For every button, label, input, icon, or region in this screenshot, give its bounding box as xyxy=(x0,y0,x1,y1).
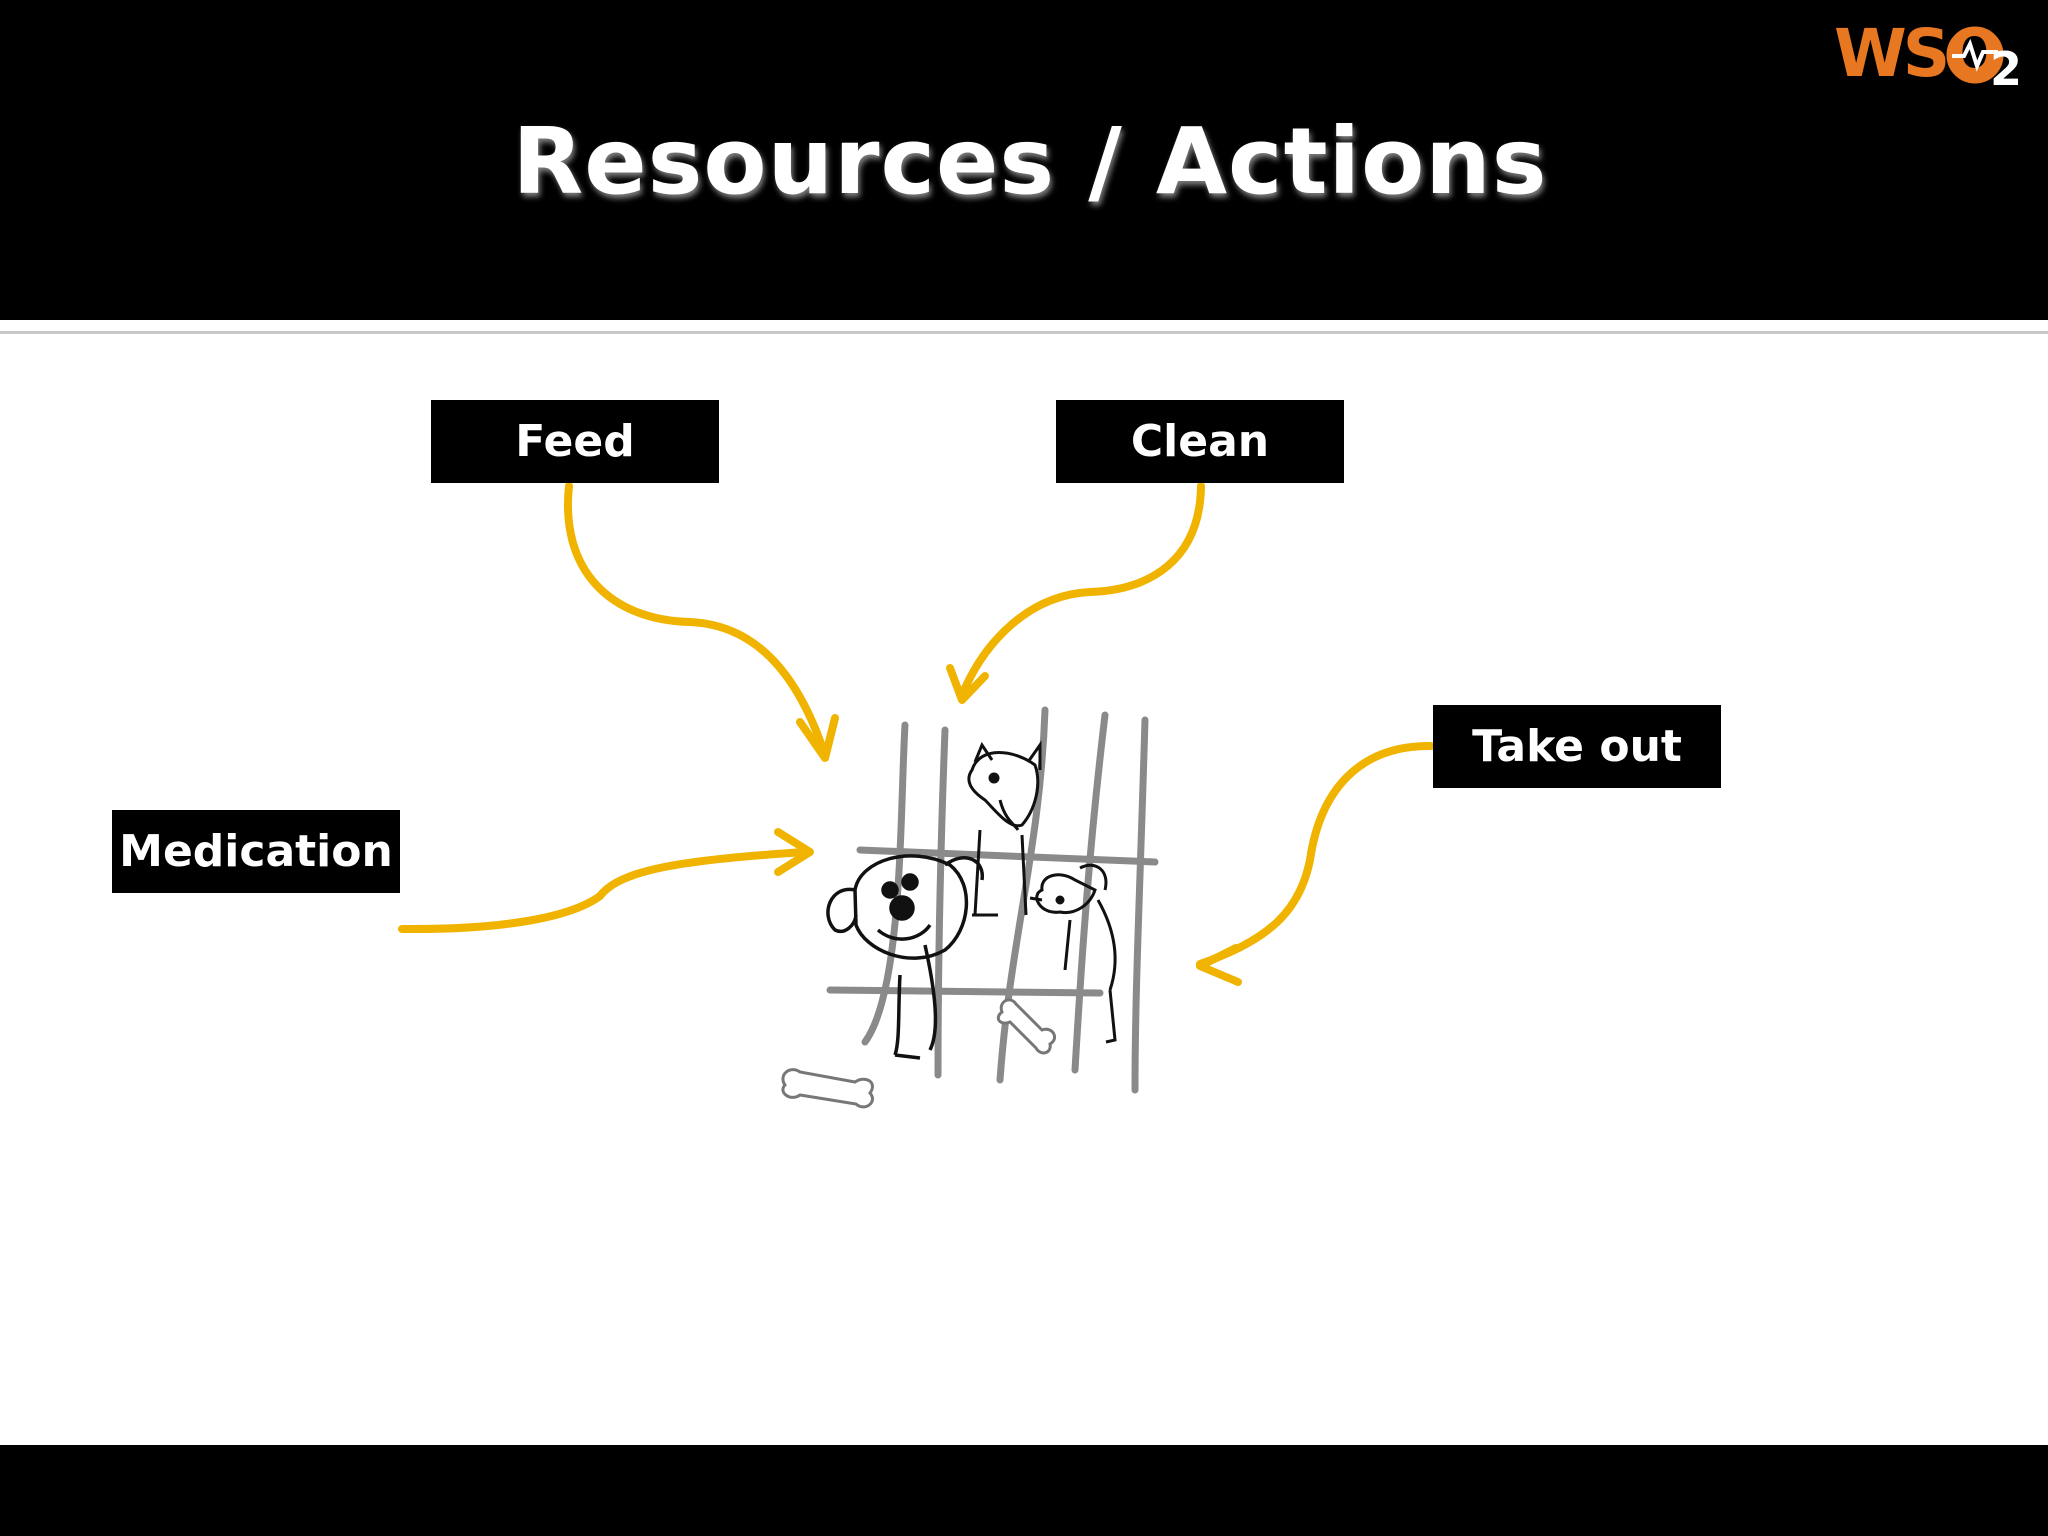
feed-arrow xyxy=(563,482,829,759)
action-box-medication: Medication xyxy=(112,810,400,893)
action-label-clean: Clean xyxy=(1130,416,1270,467)
action-box-clean: Clean xyxy=(1056,400,1344,483)
action-label-medication: Medication xyxy=(119,826,393,877)
dogs-kennel-sketch xyxy=(781,706,1159,1109)
action-label-take-out: Take out xyxy=(1472,721,1682,772)
slide-title: Resources / Actions xyxy=(512,108,1548,215)
medication-arrow xyxy=(398,848,809,934)
takeout-arrow xyxy=(1196,741,1435,968)
takeout-arrowhead xyxy=(1196,944,1242,986)
medication-arrowhead xyxy=(774,828,814,876)
slide-header: Resources / Actions WSO 2 xyxy=(0,0,2048,320)
logo-pulse-icon xyxy=(1946,26,2004,84)
slide-footer xyxy=(0,1445,2048,1536)
clean-arrowhead xyxy=(946,664,989,704)
logo-subscript: 2 xyxy=(1990,42,2023,96)
wso2-logo: WSO 2 xyxy=(1834,14,2034,100)
action-box-take-out: Take out xyxy=(1433,705,1721,788)
action-box-feed: Feed xyxy=(431,400,719,483)
clean-arrow xyxy=(958,482,1205,699)
feed-arrowhead xyxy=(796,714,839,762)
action-label-feed: Feed xyxy=(515,416,635,467)
header-divider xyxy=(0,331,2048,334)
